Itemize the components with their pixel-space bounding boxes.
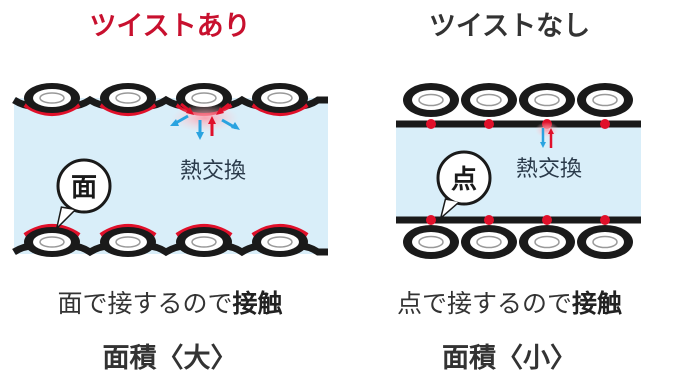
contact-points [426,119,610,225]
twist-diagram: 熱交換 面 [12,83,328,257]
heat-arrows-right [535,122,559,148]
contact-bubble-right: 点 [436,150,492,221]
top-rings [403,83,633,117]
caption-line1-left: 面で接するので接触 [57,289,283,318]
no-twist-diagram: 熱交換 点 [396,83,641,259]
bubble-char-right: 点 [451,164,477,195]
caption-line1-right: 点で接するので接触 [396,289,623,318]
caption-line2-right: 面積〈小〉 [442,343,577,374]
bottom-rings [403,225,633,259]
channel-area [396,124,641,220]
no-twist-title: ツイストなし [428,11,591,42]
bubble-char-left: 面 [71,173,97,203]
heat-arrows-left [170,102,240,140]
bottom-rings [23,224,309,257]
top-rings [23,83,309,116]
contact-bubble-left: 面 [55,158,112,231]
heat-exchange-label-right: 熱交換 [516,157,582,182]
caption-line2-left: 面積〈大〉 [102,343,238,374]
heat-exchange-label-left: 熱交換 [180,159,246,184]
twist-title: ツイストあり [89,11,251,42]
